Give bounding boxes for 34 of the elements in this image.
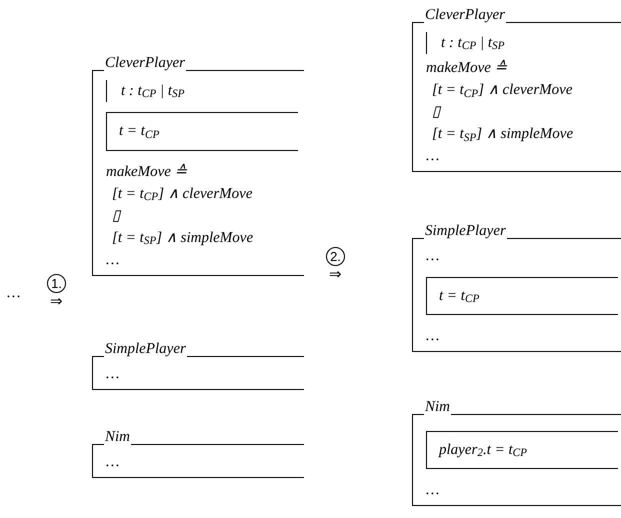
- ellipsis-text: …: [106, 250, 120, 270]
- predicate-box: [426, 430, 618, 469]
- schema-title: CleverPlayer: [104, 54, 186, 73]
- predicate-box: [426, 276, 618, 315]
- schema-title: SimplePlayer: [104, 340, 187, 359]
- schema-title: SimplePlayer: [424, 222, 507, 241]
- step-number: 1.: [47, 274, 66, 293]
- schema-title: Nim: [424, 398, 452, 417]
- ellipsis-text: …: [426, 147, 440, 166]
- schema-text: [t = t$_{SP}$] ∧ simpleMove: [432, 125, 574, 145]
- predicate-text: t = t$_{CP}$: [439, 286, 480, 307]
- ellipsis-text: ▯: [432, 103, 440, 122]
- math-symbol: ⇒: [329, 266, 342, 285]
- schema-text: [t = t$_{CP}$] ∧ cleverMove: [112, 184, 252, 204]
- schema-text: [t = t$_{CP}$] ∧ cleverMove: [432, 81, 572, 101]
- schema-text: makeMove ≙: [106, 162, 188, 182]
- predicate-text: player$_{2}$.t = t$_{CP}$: [439, 440, 528, 461]
- ellipsis-text: …: [426, 327, 440, 346]
- ellipsis-text: ▯: [112, 206, 120, 226]
- step-number: 2.: [326, 247, 345, 266]
- ellipsis-text: …: [106, 364, 120, 384]
- ellipsis-text: …: [106, 452, 120, 472]
- declaration-text: t : t$_{CP}$ | t$_{SP}$: [426, 32, 505, 54]
- schema-title: CleverPlayer: [424, 6, 506, 25]
- schema-title: Nim: [104, 428, 132, 447]
- declaration-text: t : t$_{CP}$ | t$_{SP}$: [106, 80, 185, 102]
- math-symbol: …: [6, 284, 21, 303]
- ellipsis-text: …: [426, 246, 440, 266]
- schema-text: makeMove ≙: [426, 58, 508, 78]
- predicate-box: [106, 112, 298, 150]
- ellipsis-text: …: [426, 481, 440, 500]
- math-symbol: ⇒: [50, 293, 63, 312]
- predicate-text: t = t$_{CP}$: [119, 122, 160, 142]
- schema-text: [t = t$_{SP}$] ∧ simpleMove: [112, 228, 254, 248]
